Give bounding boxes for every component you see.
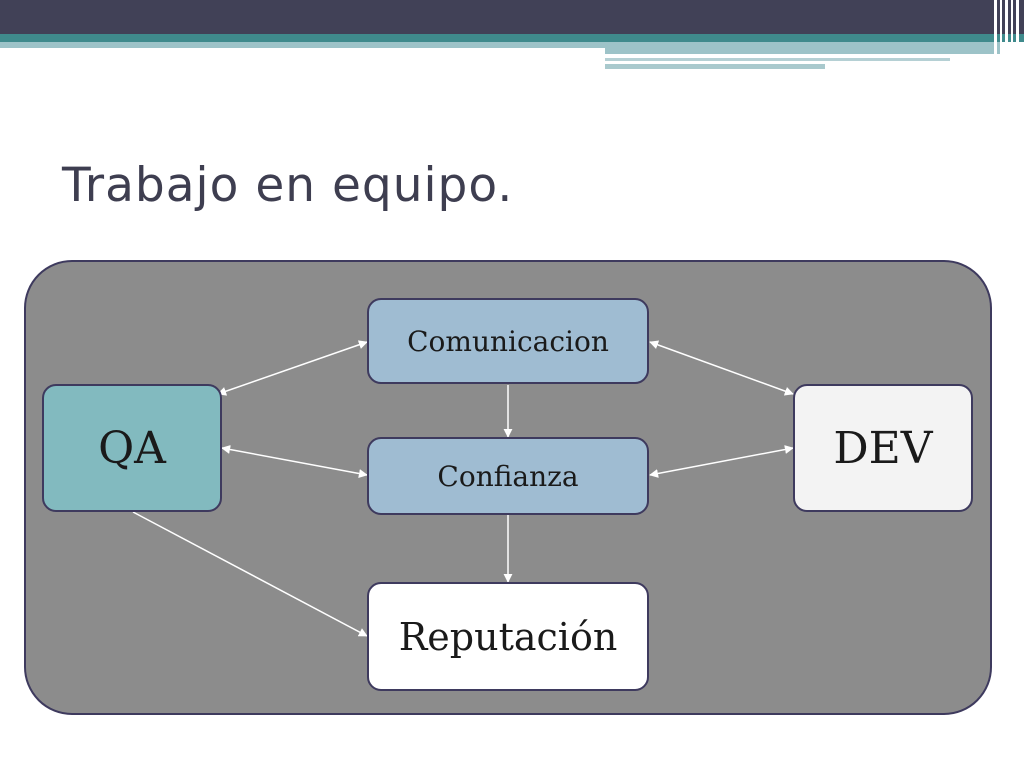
header-stripe (1011, 0, 1013, 66)
header-dark-band (0, 0, 1024, 34)
arrow-qa-confianza (221, 445, 368, 478)
header-stripe (994, 0, 997, 66)
header-light-line-right (605, 58, 950, 61)
header-stripe (1000, 0, 1002, 66)
node-dev: DEV (793, 384, 973, 512)
arrow-qa-reputacion (132, 511, 368, 637)
node-confianza: Confianza (367, 437, 649, 515)
node-reputacion: Reputación (367, 582, 649, 691)
node-qa-label: QA (98, 422, 166, 474)
header-teal-band (0, 34, 1024, 42)
header-decoration (0, 0, 1024, 69)
slide-title: Trabajo en equipo. (62, 158, 514, 213)
node-dev-label: DEV (833, 422, 933, 474)
header-stripe (1016, 0, 1019, 66)
node-confianza-label: Confianza (437, 459, 579, 493)
arrow-qa-comunicacion (217, 340, 368, 396)
arrow-confianza-dev (649, 445, 794, 478)
header-white-line (0, 48, 605, 51)
node-qa: QA (42, 384, 222, 512)
node-comunicacion-label: Comunicacion (407, 324, 609, 358)
header-light-line-lower (605, 64, 825, 69)
header-light-band (0, 42, 605, 48)
node-comunicacion: Comunicacion (367, 298, 649, 384)
header-light-band-right (605, 42, 1000, 54)
header-stripe (1005, 0, 1008, 66)
node-reputacion-label: Reputación (398, 614, 618, 659)
arrow-comunicacion-dev (649, 340, 794, 396)
